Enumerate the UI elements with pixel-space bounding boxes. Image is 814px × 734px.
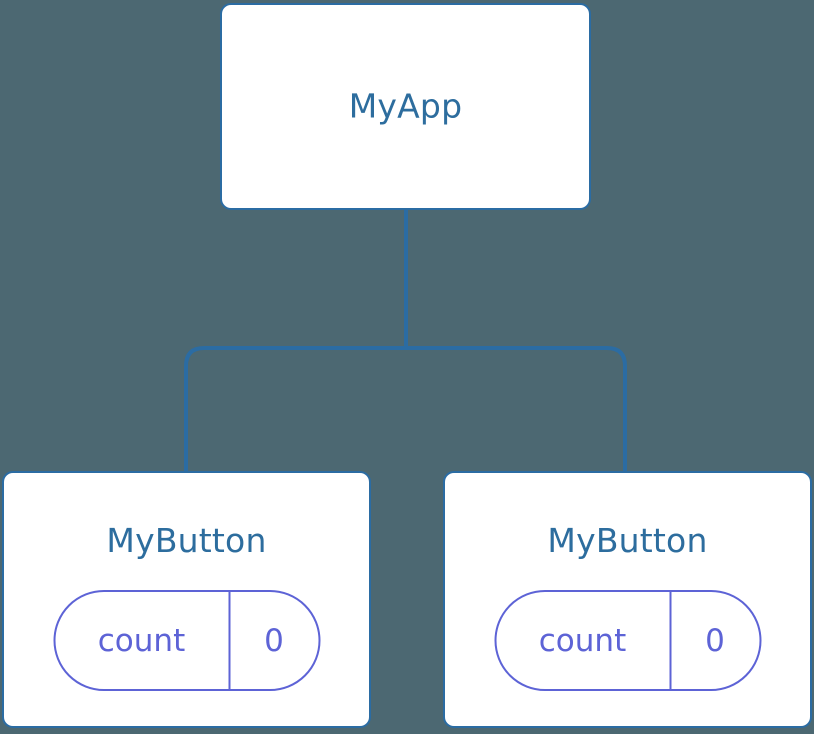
state-value: 0	[264, 622, 284, 659]
state-pill[interactable]: count 0	[53, 590, 320, 691]
tree-node-child-0[interactable]: MyButton count 0	[2, 471, 371, 728]
tree-node-child-1[interactable]: MyButton count 0	[443, 471, 812, 728]
state-value: 0	[705, 622, 725, 659]
state-key: count	[496, 592, 671, 689]
edge-branch-left	[184, 346, 406, 471]
state-key: count	[55, 592, 230, 689]
state-pill[interactable]: count 0	[494, 590, 761, 691]
node-title: MyApp	[348, 86, 463, 126]
node-title: MyButton	[547, 521, 708, 560]
node-title: MyButton	[106, 521, 267, 560]
tree-node-root[interactable]: MyApp	[220, 3, 591, 210]
edge-branch-right	[406, 346, 627, 471]
